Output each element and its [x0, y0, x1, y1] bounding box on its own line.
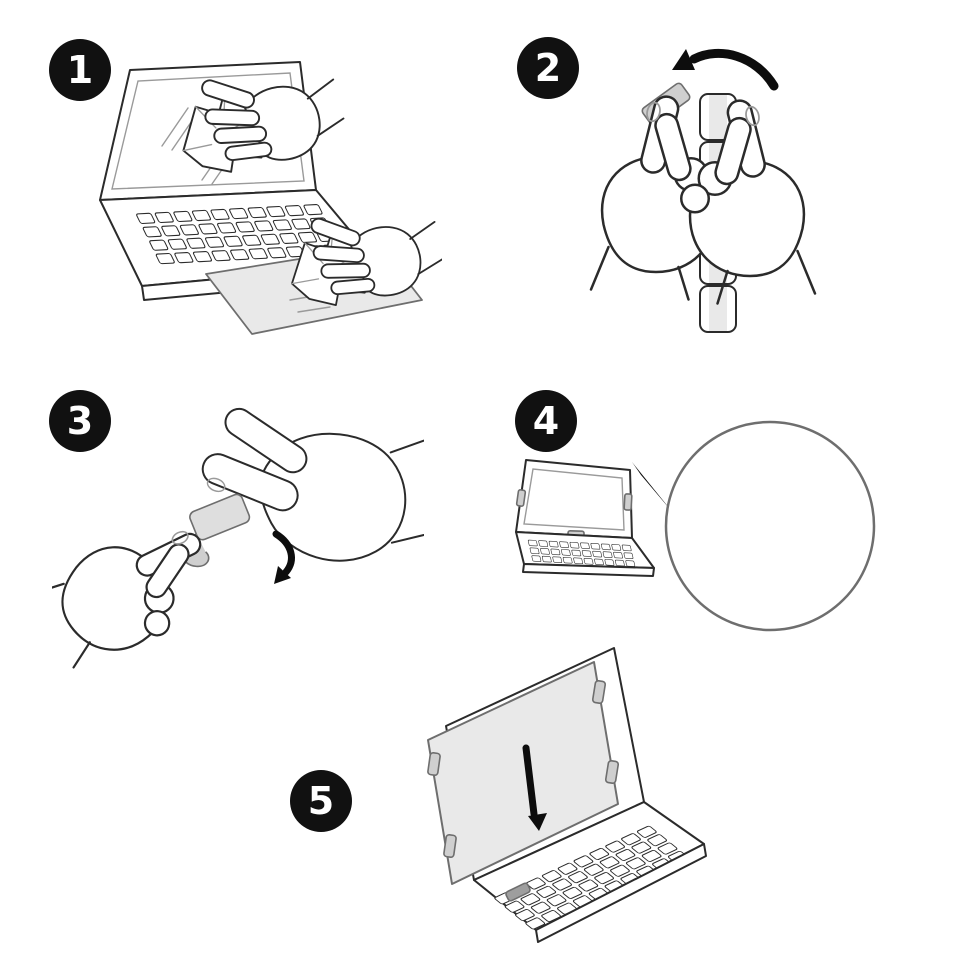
right-tab [623, 493, 633, 511]
screen [111, 72, 305, 190]
laptop-front-edge [522, 563, 655, 577]
step-4-illustration [515, 420, 876, 632]
curved-arrow-icon [672, 48, 779, 91]
step-1-number: 1 [66, 48, 94, 92]
step-1-badge: 1 [49, 39, 111, 101]
right-hand [201, 407, 424, 562]
filter-tab-left-bottom [443, 833, 457, 859]
step-3-number: 3 [66, 399, 94, 443]
step-5-number: 5 [307, 779, 335, 823]
screen-reflection [161, 107, 231, 185]
right-hand [680, 96, 817, 305]
hinge-tab [505, 882, 531, 902]
screen [523, 468, 625, 531]
filter-tab-right-top [591, 679, 607, 705]
step-2-badge: 2 [517, 37, 579, 99]
step-5-badge: 5 [290, 770, 352, 832]
step-3-badge: 3 [49, 390, 111, 452]
step-4-number: 4 [532, 399, 560, 443]
privacy-filter [427, 661, 619, 885]
down-arrow-icon [522, 744, 547, 831]
step-4-badge: 4 [515, 390, 577, 452]
peel-arrow-icon [272, 530, 295, 584]
filter-tab-right-bottom [604, 759, 620, 785]
left-tab [515, 489, 527, 507]
laptop-front-edge [535, 843, 707, 943]
filter-tab-left-top [427, 751, 441, 777]
magnifier-pointer [632, 462, 674, 514]
step-3-illustration [52, 407, 424, 672]
step-2-number: 2 [534, 46, 562, 90]
step-5-illustration [427, 647, 707, 943]
magnifier-circle [664, 420, 876, 632]
laptop-small [515, 459, 655, 577]
step-1-illustration [99, 50, 442, 335]
step-2-illustration [589, 48, 817, 333]
